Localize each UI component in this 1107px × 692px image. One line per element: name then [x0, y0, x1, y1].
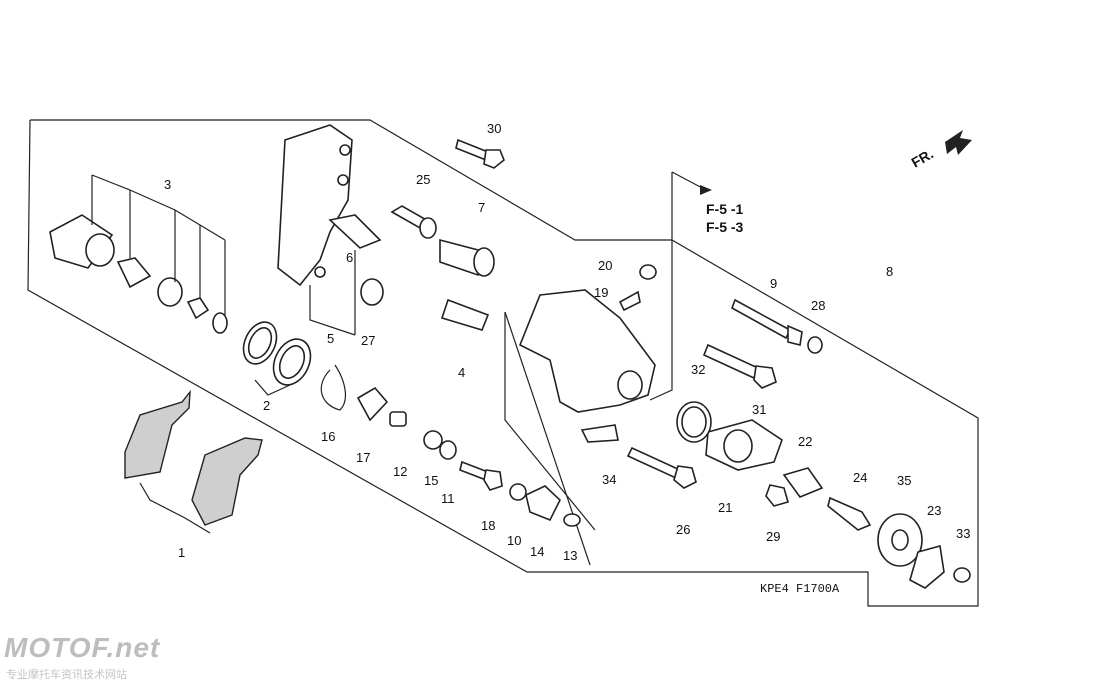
- part-number-32[interactable]: 32: [691, 362, 705, 377]
- watermark: MOTOF.net 专业摩托车资讯技术网站: [4, 632, 204, 688]
- small-parts: [356, 264, 971, 589]
- watermark-logo: MOTOF.net: [4, 632, 161, 663]
- part-number-18[interactable]: 18: [481, 518, 495, 533]
- caliper-body: [518, 289, 783, 471]
- part-number-34[interactable]: 34: [602, 472, 616, 487]
- part-number-15[interactable]: 15: [424, 473, 438, 488]
- part-number-21[interactable]: 21: [718, 500, 732, 515]
- slide-pins: [390, 205, 495, 277]
- part-number-14[interactable]: 14: [530, 544, 544, 559]
- part-number-8[interactable]: 8: [886, 264, 893, 279]
- piston-seals: [242, 321, 347, 411]
- part-number-29[interactable]: 29: [766, 529, 780, 544]
- bolts: [455, 138, 803, 507]
- part-number-19[interactable]: 19: [594, 285, 608, 300]
- part-number-26[interactable]: 26: [676, 522, 690, 537]
- part-number-23[interactable]: 23: [927, 503, 941, 518]
- part-number-10[interactable]: 10: [507, 533, 521, 548]
- part-number-3[interactable]: 3: [164, 177, 171, 192]
- part-number-12[interactable]: 12: [393, 464, 407, 479]
- part-number-31[interactable]: 31: [752, 402, 766, 417]
- reference-arrow-icon: [700, 185, 712, 195]
- part-number-5[interactable]: 5: [327, 331, 334, 346]
- caliper-bracket: [277, 124, 382, 336]
- watermark-subtitle: 专业摩托车资讯技术网站: [6, 668, 127, 681]
- pin-boot-set: [49, 174, 228, 334]
- part-number-16[interactable]: 16: [321, 429, 335, 444]
- part-number-17[interactable]: 17: [356, 450, 370, 465]
- part-number-20[interactable]: 20: [598, 258, 612, 273]
- part-number-25[interactable]: 25: [416, 172, 430, 187]
- part-number-35[interactable]: 35: [897, 473, 911, 488]
- arrow-icon: [945, 130, 972, 155]
- direction-label: FR.: [909, 145, 937, 170]
- part-number-33[interactable]: 33: [956, 526, 970, 541]
- brake-pads: [124, 389, 263, 534]
- part-number-6[interactable]: 6: [346, 250, 353, 265]
- part-number-22[interactable]: 22: [798, 434, 812, 449]
- part-number-28[interactable]: 28: [811, 298, 825, 313]
- part-number-labels: 1234567891011121314151617181920212223242…: [164, 121, 970, 563]
- part-number-11[interactable]: 11: [441, 491, 455, 506]
- part-number-7[interactable]: 7: [478, 200, 485, 215]
- part-number-4[interactable]: 4: [458, 365, 465, 380]
- reference-f5-1[interactable]: F-5 -1: [706, 201, 744, 217]
- drawing-code: KPE4 F1700A: [760, 582, 840, 596]
- part-number-1[interactable]: 1: [178, 545, 185, 560]
- part-number-9[interactable]: 9: [770, 276, 777, 291]
- assembly-frame: [27, 119, 979, 607]
- part-number-24[interactable]: 24: [853, 470, 867, 485]
- part-number-27[interactable]: 27: [361, 333, 375, 348]
- part-number-30[interactable]: 30: [487, 121, 501, 136]
- reference-f5-3[interactable]: F-5 -3: [706, 219, 744, 235]
- part-number-2[interactable]: 2: [263, 398, 270, 413]
- part-number-13[interactable]: 13: [563, 548, 577, 563]
- front-direction-indicator: FR.: [909, 130, 972, 171]
